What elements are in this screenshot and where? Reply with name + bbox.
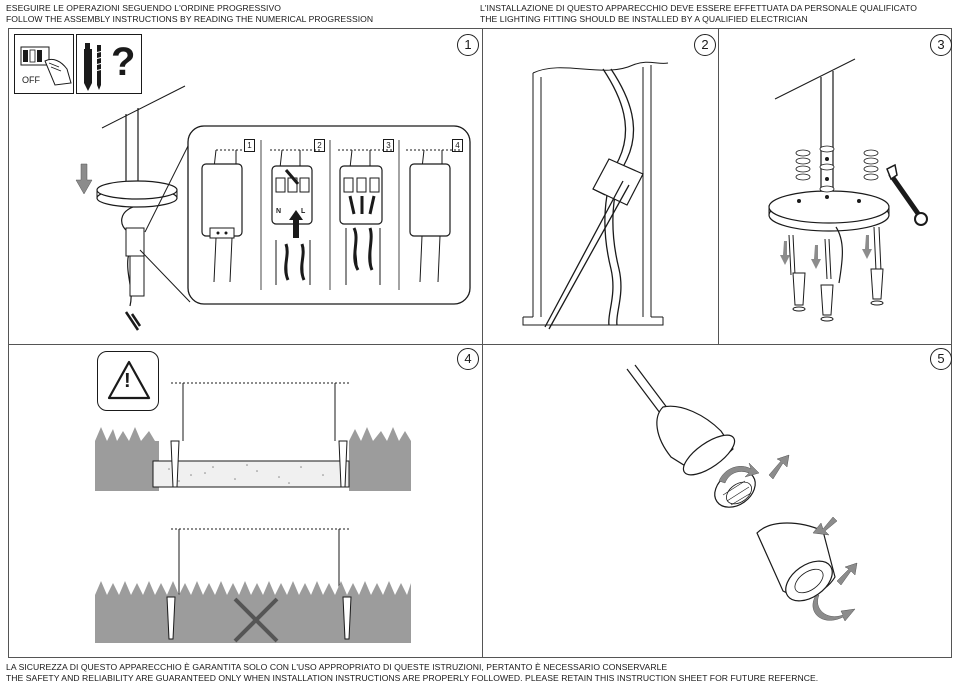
instruction-frame	[8, 28, 952, 658]
step3-illustration	[768, 58, 928, 322]
substep-number-4: 4	[452, 139, 463, 152]
divider-horizontal	[8, 344, 952, 345]
step-number-3: 3	[930, 34, 952, 56]
header-right-line-en: THE LIGHTING FITTING SHOULD BE INSTALLED…	[480, 13, 808, 24]
footer-line-en: THE SAFETY AND RELIABILITY ARE GUARANTEE…	[6, 672, 819, 683]
header-right-line-it: L'INSTALLAZIONE DI QUESTO APPARECCHIO DE…	[480, 3, 917, 13]
panel-step-1: OFF ?	[0, 0, 480, 344]
substep-number-1: 1	[244, 139, 255, 152]
terminal-label-live: L	[301, 208, 306, 215]
footer: LA SICUREZZA DI QUESTO APPARECCHIO È GAR…	[6, 662, 818, 683]
header-left-line-it: ESEGUIRE LE OPERAZIONI SEGUENDO L'ORDINE…	[6, 3, 282, 13]
panel-step-3	[719, 29, 952, 344]
switch-off-icon: OFF	[14, 34, 74, 94]
rotate-arrow-icon	[718, 454, 858, 622]
divider-vertical-top-right	[718, 28, 719, 344]
substep-number-3: 3	[383, 139, 394, 152]
step-number-1: 1	[457, 34, 479, 56]
step1-illustration	[75, 85, 471, 331]
terminal-label-neutral: N	[276, 208, 282, 215]
divider-vertical-main	[482, 28, 483, 658]
panel-step-4: !	[9, 345, 482, 658]
question-mark: ?	[111, 40, 136, 84]
footer-line-it: LA SICUREZZA DI QUESTO APPARECCHIO È GAR…	[6, 662, 668, 672]
switch-off-label: OFF	[22, 75, 40, 85]
wrench-icon	[886, 163, 928, 226]
substep-number-2: 2	[314, 139, 325, 152]
panel-step-5	[483, 345, 952, 658]
warning-icon: !	[97, 351, 159, 411]
step4-illustration	[95, 382, 411, 643]
tools-question-icon: ?	[76, 34, 142, 94]
step-number-4: 4	[457, 348, 479, 370]
header-left-line-en: FOLLOW THE ASSEMBLY INSTRUCTIONS BY READ…	[6, 13, 374, 24]
header-left: ESEGUIRE LE OPERAZIONI SEGUENDO L'ORDINE…	[6, 3, 373, 24]
step-number-5: 5	[930, 348, 952, 370]
step-number-2: 2	[694, 34, 716, 56]
cross-mark-icon	[233, 597, 279, 643]
step5-illustration	[626, 364, 858, 622]
header-right: L'INSTALLAZIONE DI QUESTO APPARECCHIO DE…	[480, 3, 917, 24]
panel-step-2	[483, 29, 718, 344]
warning-symbol: !	[124, 370, 131, 392]
step2-illustration	[522, 61, 669, 330]
